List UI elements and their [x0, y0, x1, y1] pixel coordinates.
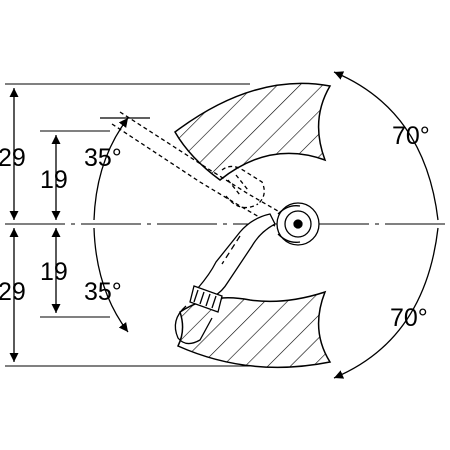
arc-35-top — [93, 117, 129, 221]
pipe-assembly — [111, 111, 320, 345]
label-29-top: 29 — [0, 144, 26, 172]
pipe-coupling — [189, 285, 223, 313]
label-70-bottom: 70° — [390, 304, 428, 332]
upper-wall-section — [174, 82, 332, 181]
label-35-bottom: 35° — [84, 278, 122, 306]
arc-70-bottom — [333, 227, 439, 379]
label-19-bottom: 19 — [40, 258, 68, 286]
label-29-bottom: 29 — [0, 278, 26, 306]
ghost-pipe-upper — [111, 111, 286, 227]
pipe-tail — [174, 305, 213, 345]
reference-lines — [5, 83, 445, 367]
left-dimensions — [9, 88, 61, 362]
arc-35-bottom — [93, 227, 129, 333]
label-19-top: 19 — [40, 166, 68, 194]
dimension-labels: 29 29 19 19 35° 35° 70° 70° — [0, 122, 430, 332]
arc-70-top — [333, 71, 439, 221]
label-35-top: 35° — [84, 144, 122, 172]
pipe-lower — [196, 213, 276, 297]
label-70-top: 70° — [392, 122, 430, 150]
elbow-joint — [276, 202, 320, 246]
angle-arcs — [93, 71, 439, 379]
